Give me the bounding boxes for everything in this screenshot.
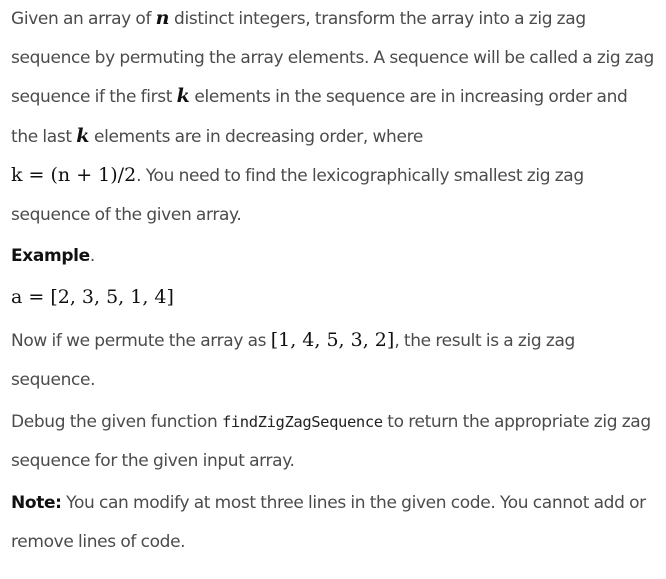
description-text: elements are in decreasing order, where bbox=[89, 126, 423, 147]
array-formula: a = [2, 3, 5, 1, 4] bbox=[11, 286, 174, 308]
variable-n: n bbox=[155, 7, 170, 29]
note-paragraph: Note: You can modify at most three lines… bbox=[11, 493, 646, 552]
k-formula: k = (n + 1)/2 bbox=[11, 164, 137, 186]
function-name-code: findZigZagSequence bbox=[221, 413, 383, 431]
example-explanation: Now if we permute the array as [1, 4, 5,… bbox=[11, 329, 575, 390]
example-heading: Example. bbox=[11, 246, 95, 266]
example-array: a = [2, 3, 5, 1, 4] bbox=[11, 278, 656, 317]
debug-instruction: Debug the given function findZigZagSeque… bbox=[11, 412, 651, 471]
note-label: Note: bbox=[11, 493, 62, 513]
description-text: . You need to find the lexicographically… bbox=[11, 166, 584, 225]
description-text: Given an array of bbox=[11, 9, 156, 29]
description-text: distinct integers, transform the array i… bbox=[11, 9, 654, 107]
description-text: elements in the sequence are in increasi… bbox=[11, 87, 628, 147]
variable-k: k bbox=[76, 124, 90, 147]
permuted-array: [1, 4, 5, 3, 2] bbox=[270, 329, 395, 351]
problem-statement: Given an array of n distinct integers, t… bbox=[11, 0, 656, 552]
problem-description: Given an array of n distinct integers, t… bbox=[11, 0, 656, 234]
variable-k: k bbox=[176, 85, 190, 107]
